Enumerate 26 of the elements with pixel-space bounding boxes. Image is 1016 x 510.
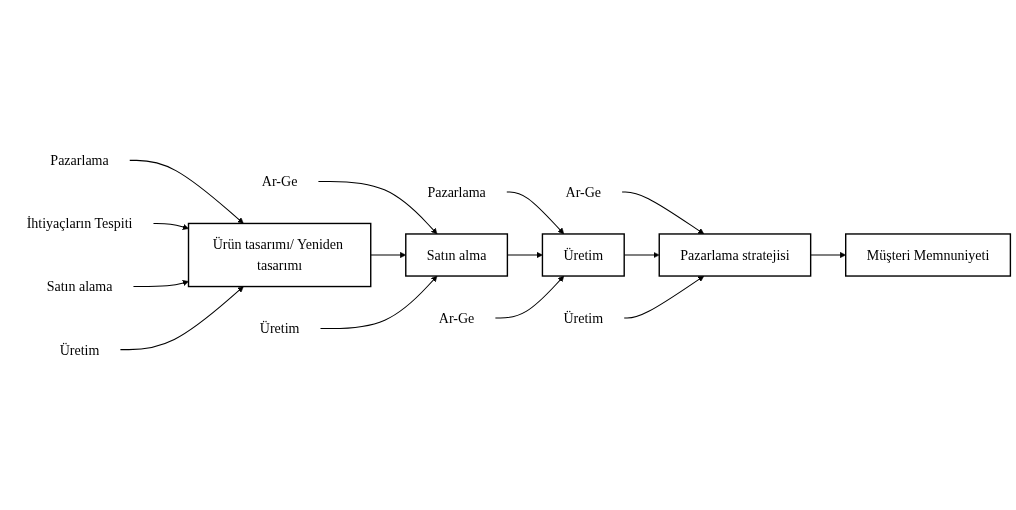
arrow <box>623 275 705 319</box>
node-text: Ar-Ge <box>438 310 475 326</box>
node-box: Üretim <box>541 233 625 277</box>
arrow <box>810 251 846 259</box>
node-text: Pazarlama <box>427 184 486 200</box>
arrow <box>317 180 438 235</box>
arrow <box>152 222 189 230</box>
arrow <box>494 275 565 319</box>
node-text: Ar-Ge <box>565 184 602 200</box>
node-text: Üretim <box>59 341 100 358</box>
node-box: Pazarlama stratejisi <box>658 233 812 277</box>
node-text: Üretim <box>563 310 604 326</box>
arrow <box>506 191 565 235</box>
node-box: Müşteri Memnuniyeti <box>845 233 1012 277</box>
node-box: Satın alma <box>405 233 509 277</box>
arrow <box>132 280 189 288</box>
arrow <box>319 275 438 330</box>
arrow <box>129 159 244 224</box>
node-box: Ürün tasarımı/ Yeniden tasarımı <box>187 222 372 288</box>
node-text: Ar-Ge <box>261 173 298 190</box>
node-text: İhtiyaçların Tespiti <box>26 215 133 232</box>
node-text: Pazarlama <box>50 152 109 169</box>
node-text: Satın alama <box>46 278 113 295</box>
arrow <box>621 191 705 235</box>
arrow <box>119 286 244 351</box>
node-text: Üretim <box>259 320 300 337</box>
